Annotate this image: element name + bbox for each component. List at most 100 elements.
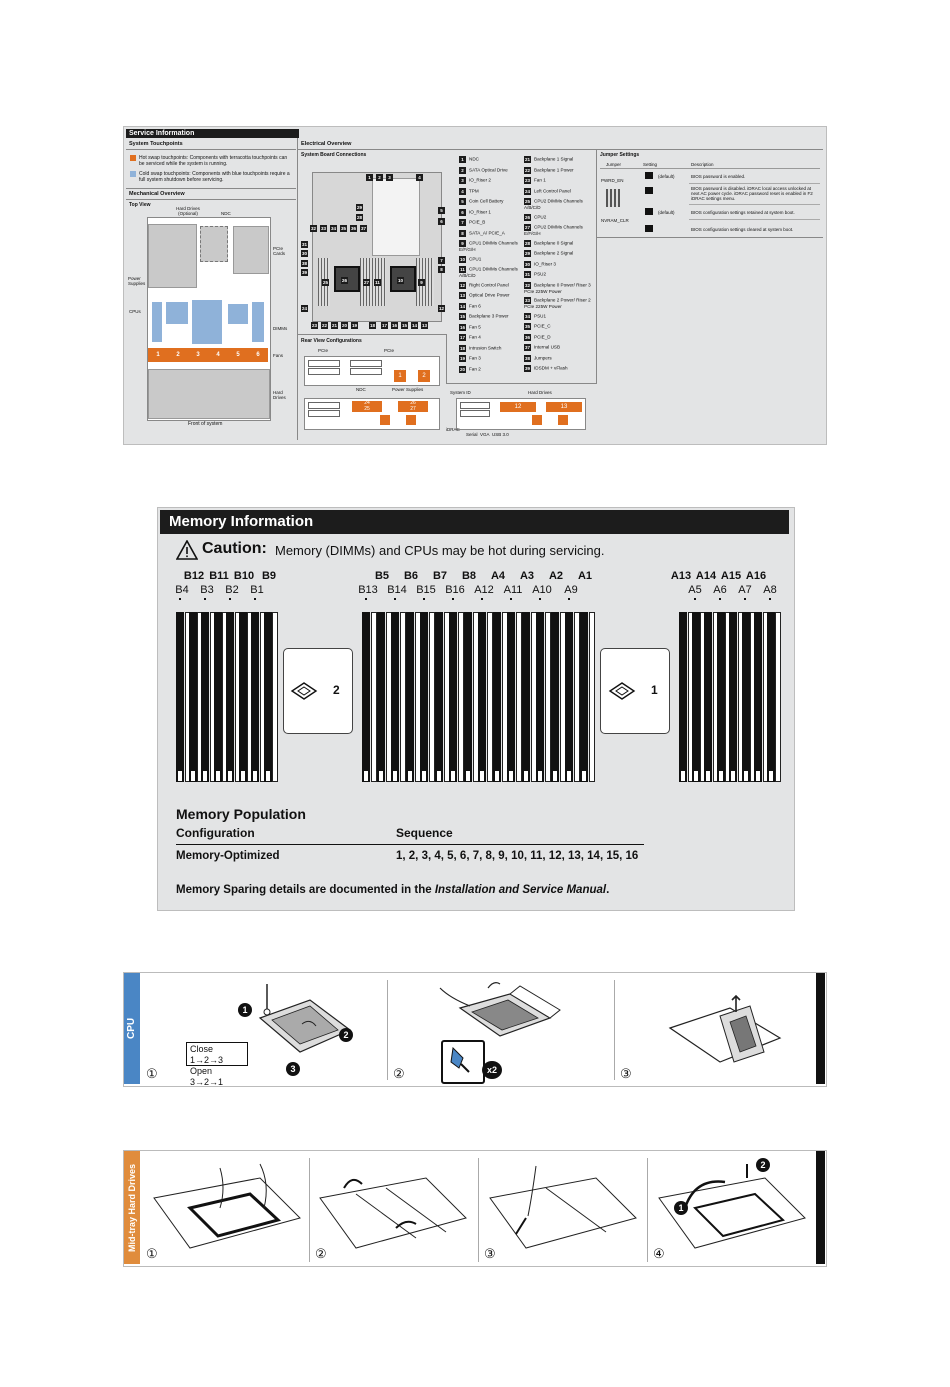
midtray-illustration-4 [655, 1158, 811, 1258]
fan-2: 2 [176, 352, 180, 358]
connection-number: 1 [459, 156, 466, 163]
rear-label-power-supplies: Power Supplies [392, 387, 424, 392]
cpu2-label: 2 [333, 683, 340, 697]
midtray-step-2: ② [315, 1246, 327, 1261]
dimm-slot [679, 612, 687, 782]
caution-text: Memory (DIMMs) and CPUs may be hot durin… [275, 543, 605, 558]
fan-3: 3 [196, 352, 200, 358]
dimm-slot [579, 612, 588, 782]
dimm-label-bottom: B13 [358, 584, 378, 596]
dimm-slot-gap [272, 612, 278, 782]
dimm-slot [492, 612, 501, 782]
connection-number: 13 [459, 292, 466, 299]
cpu-area-2 [166, 302, 188, 324]
connection-number: 9 [459, 240, 466, 247]
connection-number: 33 [524, 297, 531, 304]
connection-number: 37 [524, 344, 531, 351]
jumper-settings-title: Jumper Settings [600, 152, 640, 158]
dimm-area [192, 300, 222, 344]
dimm-slot [716, 612, 725, 782]
caution-word: Caution: [202, 540, 267, 557]
callout-marker-2: 2 [339, 1028, 353, 1042]
connection-number: 38 [524, 354, 531, 362]
dimm-slot [536, 612, 544, 782]
pcie-cards-block [233, 226, 269, 274]
connection-number: 14 [459, 302, 466, 310]
rear-label-usb: USB 3.0 [492, 432, 509, 437]
connection-label: Internal USB [534, 344, 561, 350]
midtray-step-1: ① [146, 1246, 158, 1261]
cpu-heatsink-illustration [240, 980, 360, 1076]
dimm-slot [449, 612, 457, 782]
dimm-slot [213, 612, 222, 782]
dimm-slot [176, 612, 184, 782]
dimm-label-top: B10 [233, 570, 255, 582]
jumper-header-setting: Setting [643, 162, 658, 167]
connection-label: TPM [469, 188, 479, 194]
connection-label: Fan 1 [534, 177, 546, 183]
connection-number: 16 [459, 323, 466, 331]
dimm-label-top: B11 [209, 570, 229, 582]
close-open-callout: Close 1→2→3 Open 3→2→1 [186, 1042, 248, 1087]
label-cpus: CPUs [129, 309, 141, 314]
dimm-label-top: A1 [577, 570, 593, 582]
rear-psu-2: 2 [418, 370, 430, 382]
dimm-label-top: A4 [490, 570, 506, 582]
connection-number: 2 [459, 166, 466, 174]
jumper-desc-4: BIOS configuration settings cleared at s… [691, 227, 794, 232]
dimm-label-bottom: A10 [532, 584, 552, 596]
dimm-label-bottom: B1 [250, 584, 264, 596]
connection-label: SATA_A/ PCIE_A [469, 230, 505, 236]
label-hard-drives-optional: Hard Drives (Optional) [176, 206, 200, 217]
dimm-slot [729, 612, 737, 782]
rear-psu-3 [380, 415, 390, 425]
connection-label: Fan 4 [469, 334, 481, 340]
jumper-pin-1 [645, 172, 653, 179]
connection-label: Coin Cell Battery [469, 198, 504, 204]
dimm-slot [507, 612, 515, 782]
caution-icon [175, 539, 199, 560]
rear-psu-5 [532, 415, 542, 425]
fan-1: 1 [156, 352, 160, 358]
midtray-step-3: ③ [484, 1246, 496, 1261]
dimm-label-bottom: A6 [713, 584, 727, 596]
connection-number: 35 [524, 323, 531, 330]
rear-drive-12: 12 [500, 402, 536, 412]
fan-6: 6 [256, 352, 260, 358]
cpu-section-end [816, 973, 825, 1084]
x2-badge: x2 [482, 1061, 502, 1079]
label-front-of-system: Front of system [188, 421, 223, 427]
mechanical-overview-title: Mechanical Overview [129, 191, 185, 197]
connection-label: CPU2 DIMMs Channels E/F/G/H [524, 224, 583, 236]
connection-label: PCIE_D [534, 334, 551, 340]
dimm-label-top: B8 [461, 570, 477, 582]
rear-label-serial: Serial [466, 432, 478, 437]
sequence-header: Sequence [396, 826, 453, 840]
dimm-slot [391, 612, 399, 782]
dimm-label-top: A14 [695, 570, 717, 582]
dimm-label-bottom: B3 [200, 584, 214, 596]
dimm-slot [550, 612, 559, 782]
cpu-retention-illustration [420, 978, 570, 1078]
connection-number: 19 [459, 355, 466, 362]
dimm-slot [754, 612, 762, 782]
fan-4: 4 [216, 352, 220, 358]
connection-label: Backplane 0 Power/ Riser 3 PCIe 225W Pow… [524, 282, 591, 294]
dimm-label-bottom: B16 [445, 584, 465, 596]
jumper-nvram-clr: NVRAM_CLR [601, 218, 629, 223]
cpu1-icon [608, 681, 648, 701]
